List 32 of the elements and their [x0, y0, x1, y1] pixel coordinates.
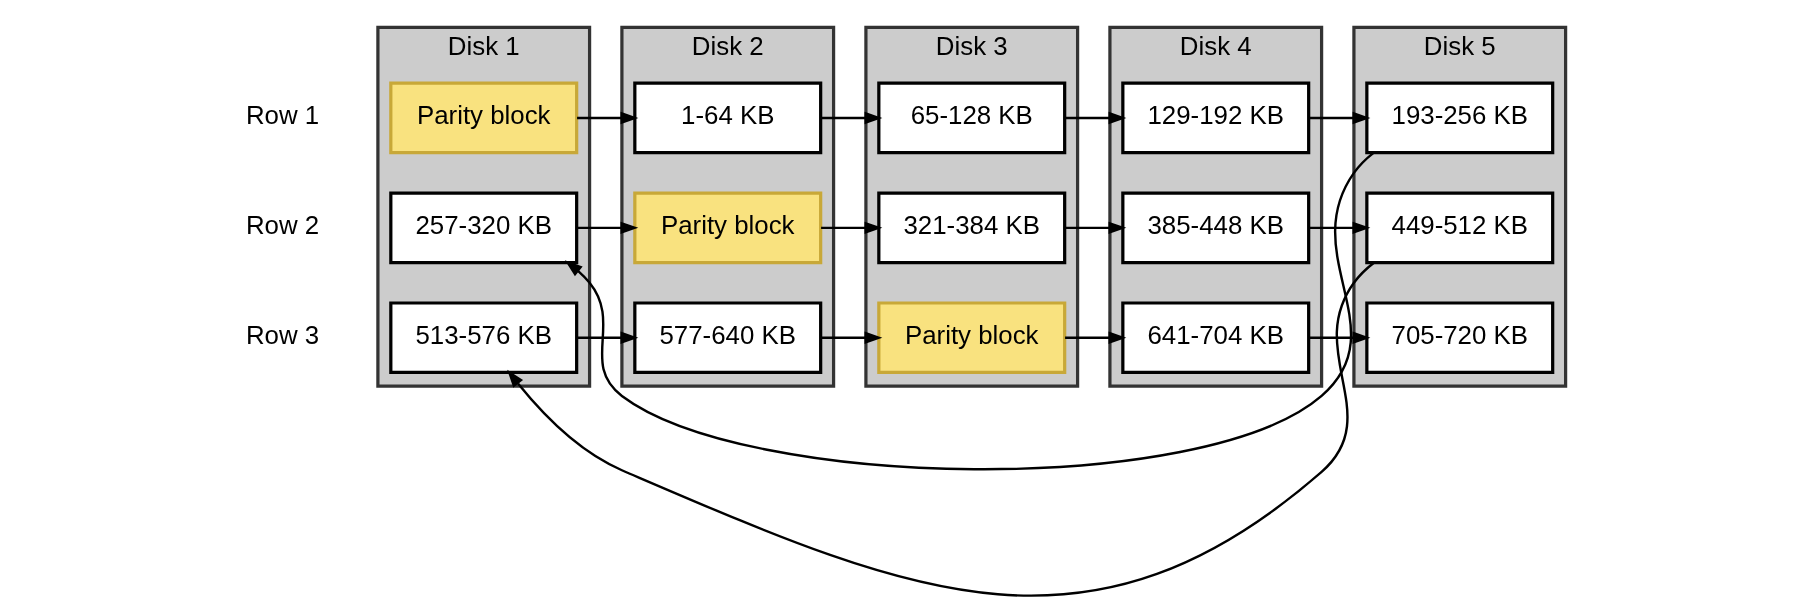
node-box: 129-192 KB	[1120, 81, 1310, 155]
arrow	[820, 331, 882, 344]
arrow	[506, 261, 1375, 597]
arrow	[820, 111, 882, 125]
node-box: Parity block	[632, 191, 822, 265]
node-box: 193-256 KB	[1364, 81, 1554, 155]
arrow	[1064, 111, 1126, 125]
node-box: 705-720 KB	[1364, 301, 1554, 375]
arrow	[564, 152, 1374, 471]
node-box: 385-448 KB	[1120, 191, 1310, 265]
node-box: 1-64 KB	[632, 81, 822, 155]
node-box: 577-640 KB	[632, 301, 822, 375]
arrow	[576, 111, 638, 125]
node-box: 513-576 KB	[388, 301, 578, 375]
node-box: Parity block	[388, 81, 578, 155]
arrow	[1308, 111, 1370, 125]
node-box: Parity block	[876, 301, 1066, 375]
label: Row 3	[245, 320, 319, 349]
arrow	[576, 221, 638, 235]
node-box: 321-384 KB	[876, 191, 1066, 265]
label: Row 1	[245, 101, 319, 130]
node-box: 65-128 KB	[876, 81, 1066, 155]
node-box: 641-704 KB	[1120, 301, 1310, 375]
arrow	[1064, 221, 1126, 235]
node-box: 257-320 KB	[388, 191, 578, 265]
arrow	[576, 331, 638, 344]
arrow	[820, 221, 882, 235]
label: Row 2	[245, 211, 319, 239]
arrow	[1064, 331, 1126, 344]
arrow	[1308, 331, 1370, 344]
arrow	[1308, 221, 1370, 235]
node-box: 449-512 KB	[1364, 191, 1554, 265]
